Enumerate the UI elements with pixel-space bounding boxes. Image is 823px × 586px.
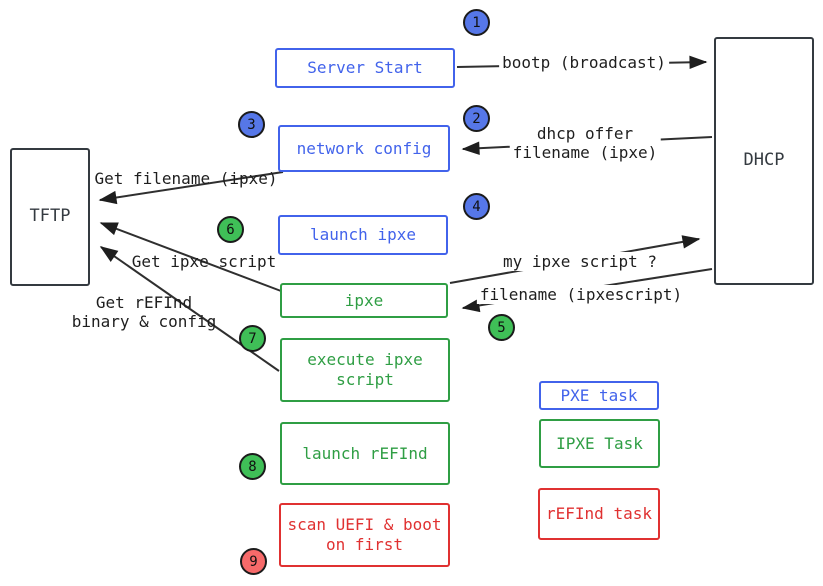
legend-ipxe-task: IPXE Task: [539, 419, 660, 468]
node-ipxe: ipxe: [280, 283, 448, 318]
legend-pxe-task-label: PXE task: [560, 385, 638, 405]
edge-label-get-ipxe-script: Get ipxe script: [131, 252, 277, 271]
step-badge-2: 2: [463, 105, 490, 132]
node-launch-ipxe: launch ipxe: [278, 215, 448, 255]
edge-get-ipxe-script: [99, 222, 282, 292]
node-network-config-label: network config: [296, 138, 432, 158]
step-badge-8: 8: [239, 453, 266, 480]
step-badge-7: 7: [239, 325, 266, 352]
step-badge-5: 5: [488, 314, 515, 341]
step-badge-9-number: 9: [249, 553, 258, 570]
step-badge-1: 1: [463, 9, 490, 36]
edge-label-bootp: bootp (broadcast): [499, 53, 669, 72]
node-dhcp: DHCP: [714, 37, 814, 285]
node-tftp: TFTP: [10, 148, 90, 286]
node-launch-refind: launch rEFInd: [280, 422, 450, 485]
step-badge-6-number: 6: [226, 221, 235, 238]
edge-label-dhcp-offer: dhcp offer filename (ipxe): [509, 124, 661, 162]
node-execute-ipxe-script: execute ipxe script: [280, 338, 450, 402]
step-badge-8-number: 8: [248, 458, 257, 475]
step-badge-6: 6: [217, 216, 244, 243]
step-badge-4-number: 4: [472, 198, 481, 215]
node-tftp-label: TFTP: [29, 206, 71, 227]
node-execute-ipxe-script-label: execute ipxe script: [307, 350, 423, 389]
legend-ipxe-task-label: IPXE Task: [556, 433, 643, 453]
step-badge-3-number: 3: [247, 116, 256, 133]
node-dhcp-label: DHCP: [743, 150, 785, 171]
node-launch-ipxe-label: launch ipxe: [310, 225, 416, 244]
node-scan-uefi-label: scan UEFI & boot on first: [287, 515, 442, 554]
node-server-start-label: Server Start: [307, 58, 423, 77]
edge-label-get-refind: Get rEFInd binary & config: [71, 293, 217, 331]
node-network-config: network config: [278, 125, 450, 172]
edge-label-get-filename: Get filename (ipxe): [94, 169, 278, 188]
step-badge-7-number: 7: [248, 330, 257, 347]
step-badge-1-number: 1: [472, 14, 481, 31]
step-badge-2-number: 2: [472, 110, 481, 127]
step-badge-4: 4: [463, 193, 490, 220]
legend-refind-task: rEFInd task: [538, 488, 660, 540]
edge-get-filename: [98, 171, 284, 205]
node-ipxe-label: ipxe: [344, 290, 384, 310]
node-scan-uefi: scan UEFI & boot on first: [279, 503, 450, 567]
node-server-start: Server Start: [275, 48, 455, 88]
legend-refind-task-label: rEFInd task: [546, 504, 652, 523]
node-launch-refind-label: launch rEFInd: [302, 443, 428, 463]
legend-pxe-task: PXE task: [539, 381, 659, 410]
step-badge-3: 3: [238, 111, 265, 138]
edge-label-filename-ipxescript: filename (ipxescript): [476, 285, 686, 304]
step-badge-9: 9: [240, 548, 267, 575]
edge-label-my-ipxe-script: my ipxe script ?: [499, 252, 661, 271]
step-badge-5-number: 5: [497, 319, 506, 336]
